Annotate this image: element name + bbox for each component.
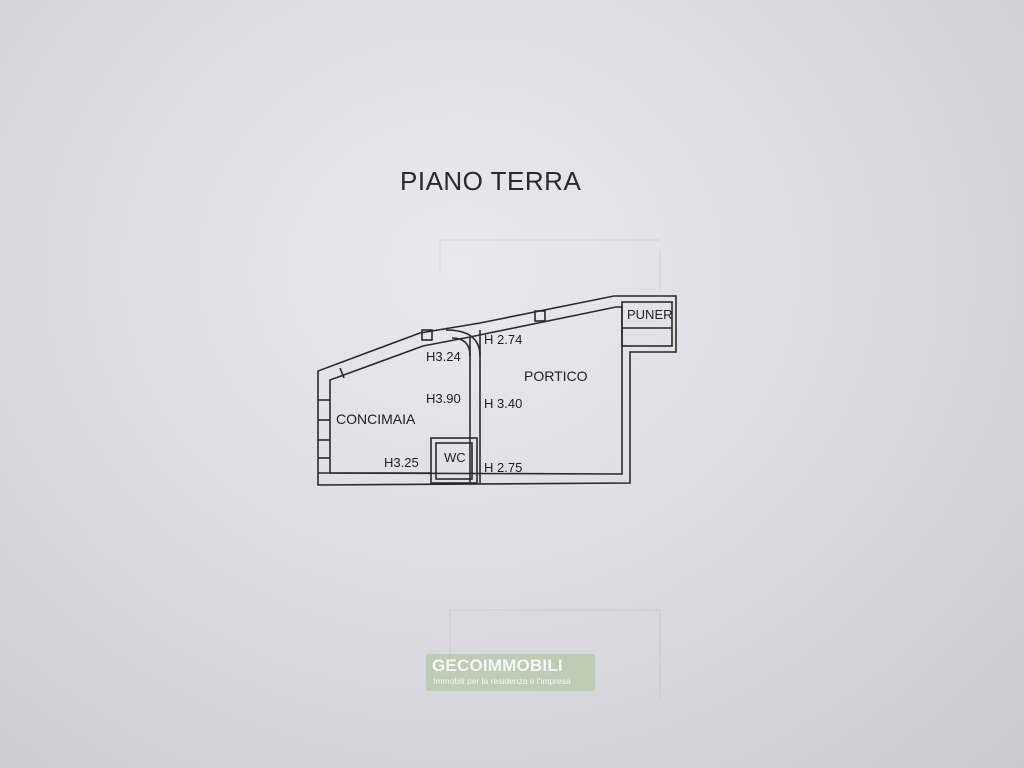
- show-through-lines: [439, 239, 661, 700]
- height-label: H3.90: [426, 391, 461, 406]
- height-label: H 3.40: [484, 396, 523, 411]
- height-label: H3.24: [426, 349, 461, 364]
- watermark-tagline: Immobili per la residenza e l'impresa: [433, 676, 571, 686]
- room-label-wc: WC: [444, 450, 466, 465]
- watermark-brand: GECOIMMOBILI: [432, 656, 563, 675]
- height-label: H3.25: [384, 455, 419, 470]
- room-label-concimaia: CONCIMAIA: [336, 411, 416, 427]
- agency-watermark: GECOIMMOBILI Immobili per la residenza e…: [426, 654, 595, 691]
- room-label-puner: PUNER: [627, 307, 673, 322]
- room-label-portico: PORTICO: [524, 368, 588, 384]
- height-label: H 2.75: [484, 460, 523, 475]
- outer-walls: [317, 295, 677, 486]
- height-label: H 2.74: [484, 332, 523, 347]
- floor-title: PIANO TERRA: [400, 166, 582, 196]
